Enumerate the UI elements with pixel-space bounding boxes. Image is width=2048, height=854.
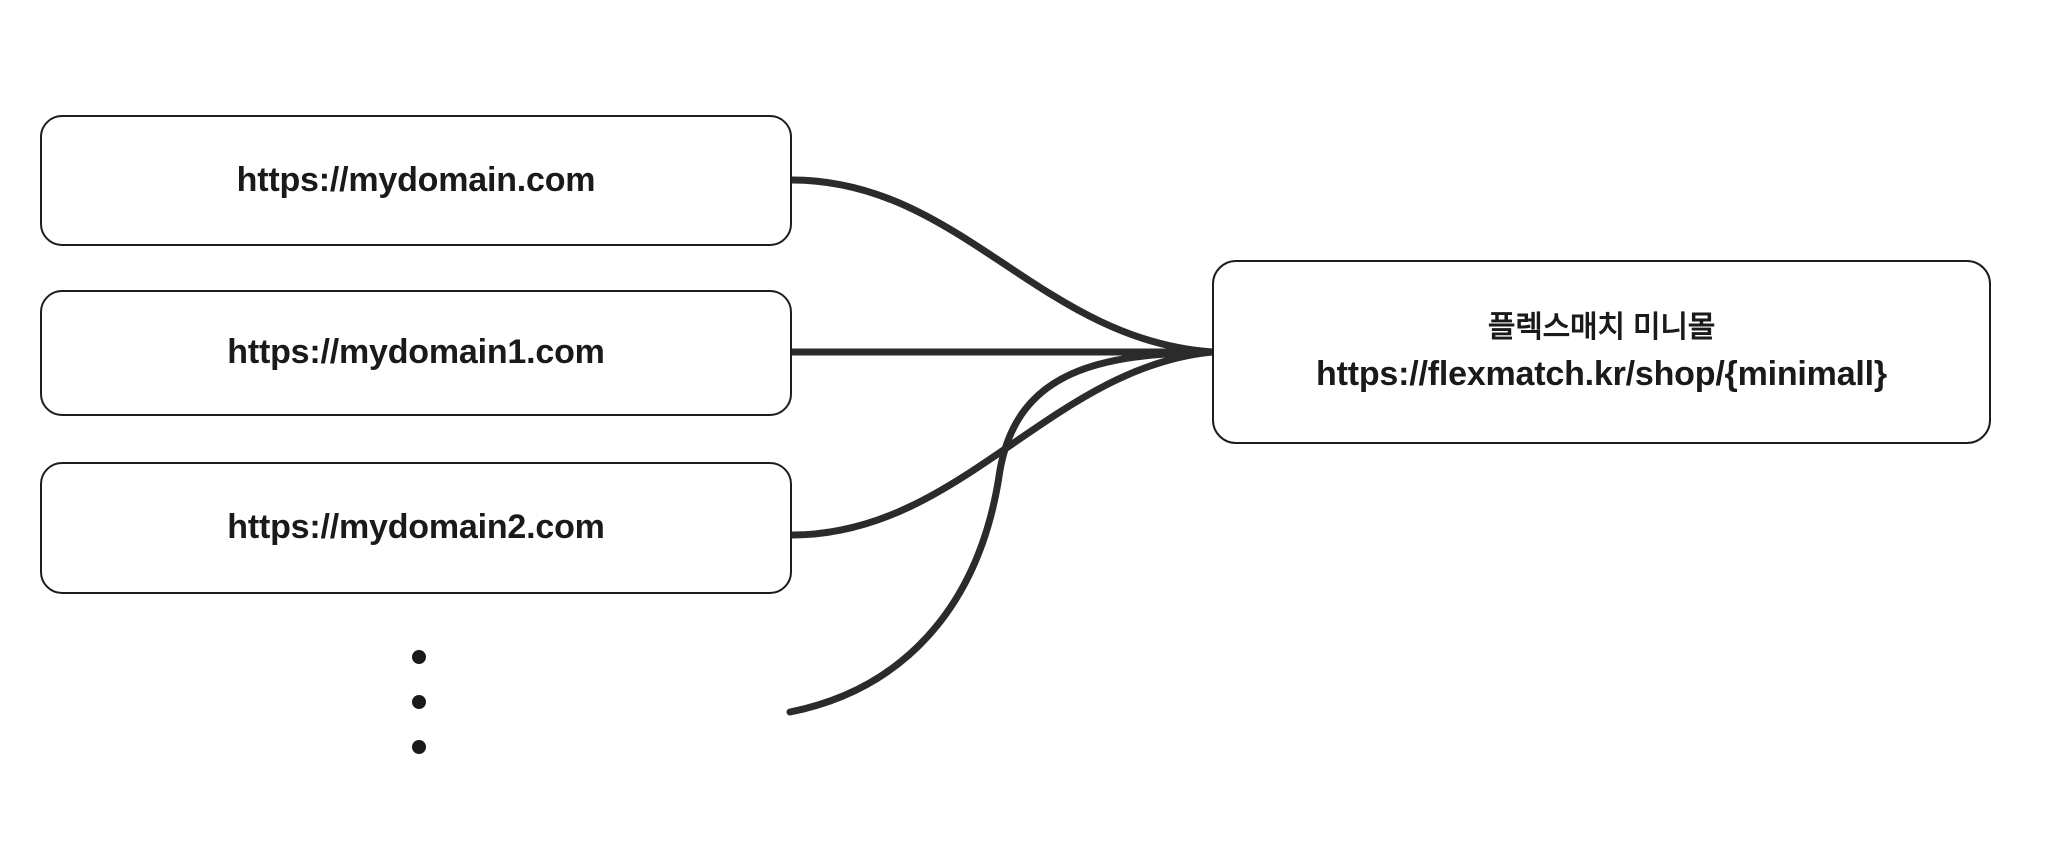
ellipsis-dot [412, 740, 426, 754]
source-node-mydomain[interactable]: https://mydomain.com [40, 115, 792, 246]
ellipsis-dot [412, 650, 426, 664]
source-node-mydomain2[interactable]: https://mydomain2.com [40, 462, 792, 594]
target-node-flexmatch-minimall[interactable]: 플렉스매치 미니몰 https://flexmatch.kr/shop/{min… [1212, 260, 1991, 444]
edge-domain-2-to-target [788, 348, 1216, 539]
more-domains-ellipsis [405, 650, 433, 754]
source-node-label: https://mydomain1.com [227, 333, 605, 372]
edge-domain-0-to-target [788, 176, 1216, 356]
source-node-label: https://mydomain.com [236, 160, 596, 199]
edge-ellipsis-to-target [786, 348, 1216, 716]
source-node-mydomain1[interactable]: https://mydomain1.com [40, 290, 792, 416]
target-node-title: 플렉스매치 미니몰 [1487, 310, 1716, 344]
source-node-label: https://mydomain2.com [227, 508, 605, 547]
ellipsis-dot [412, 695, 426, 709]
target-node-url: https://flexmatch.kr/shop/{minimall} [1316, 354, 1887, 393]
